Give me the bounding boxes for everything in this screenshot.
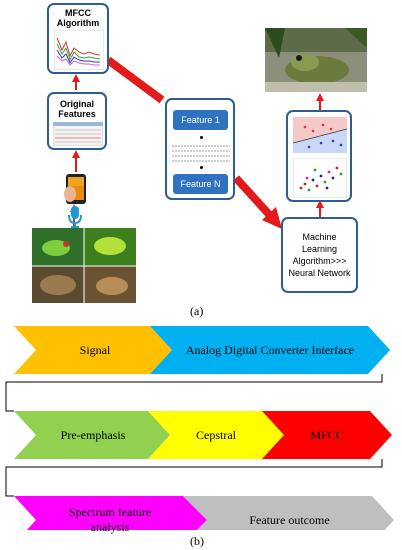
mfcc-label-line2: Algorithm: [56, 18, 100, 28]
original-label-line1: Original: [59, 99, 94, 109]
arrow-head-ml: [262, 207, 282, 229]
chevron-mfcc: [262, 411, 392, 459]
chevron-cepstral: [148, 411, 284, 459]
chevron-preemphasis: [14, 411, 170, 459]
chevron-signal: [14, 326, 172, 374]
ml-line-4: Neural Network: [288, 268, 351, 278]
label-spectrum: Spectrum feature analysis: [68, 505, 152, 534]
arrow-mfcc-to-features: [105, 56, 165, 104]
ml-line-2: Learning: [301, 244, 338, 254]
process-chevrons: [5, 326, 394, 530]
original-features-box: Original Features: [47, 92, 107, 150]
connector-row1-row2: [5, 374, 383, 412]
flow-arrows: [70, 56, 324, 229]
chevron-spectrum: [14, 496, 207, 530]
mfcc-plot-thumbnail: [54, 30, 104, 70]
label-preemphasis: Pre-emphasis: [60, 427, 126, 442]
arrow-features-to-ml: [233, 175, 278, 224]
ml-line-3: Algorithm>>>: [292, 256, 347, 266]
original-label-line2: Features: [58, 109, 96, 119]
label-adc: Analog Digital Converter Interface: [185, 342, 355, 357]
label-cepstral: Cepstral: [196, 427, 236, 442]
mfcc-label-line1: MFCC: [65, 8, 91, 18]
scatter-plot-thumbnail: [293, 158, 347, 198]
classification-plot-thumbnail: [293, 117, 347, 153]
feature-values-table: [172, 145, 230, 162]
label-outcome: Feature outcome: [249, 512, 330, 527]
machine-learning-box: Machine Learning Algorithm>>> Neural Net…: [281, 217, 358, 293]
mfcc-algorithm-box: MFCC Algorithm: [47, 3, 109, 74]
chevron-adc: [150, 326, 390, 374]
label-signal: Signal: [79, 342, 111, 357]
microphone-icon: [68, 206, 82, 228]
smartphone-icon: [64, 174, 86, 204]
connector-row2-row3: [5, 459, 383, 497]
ellipsis-dot: [200, 166, 203, 169]
caption-b: (b): [190, 534, 204, 548]
ml-plots-box: [286, 110, 352, 202]
label-mfcc: MFCC: [310, 427, 344, 442]
frog-photo-collage: [32, 228, 136, 303]
ellipsis-dot: [200, 136, 203, 139]
feature-1-label: Feature 1: [173, 110, 228, 130]
features-box: Feature 1 Feature N: [165, 98, 235, 200]
feature-n-label: Feature N: [173, 174, 228, 194]
features-table-thumbnail: [53, 122, 103, 146]
caption-a: (a): [190, 304, 204, 318]
bullfrog-photo: [265, 28, 367, 92]
chevron-outcome: [183, 496, 394, 530]
ml-line-1: Machine: [302, 232, 337, 242]
